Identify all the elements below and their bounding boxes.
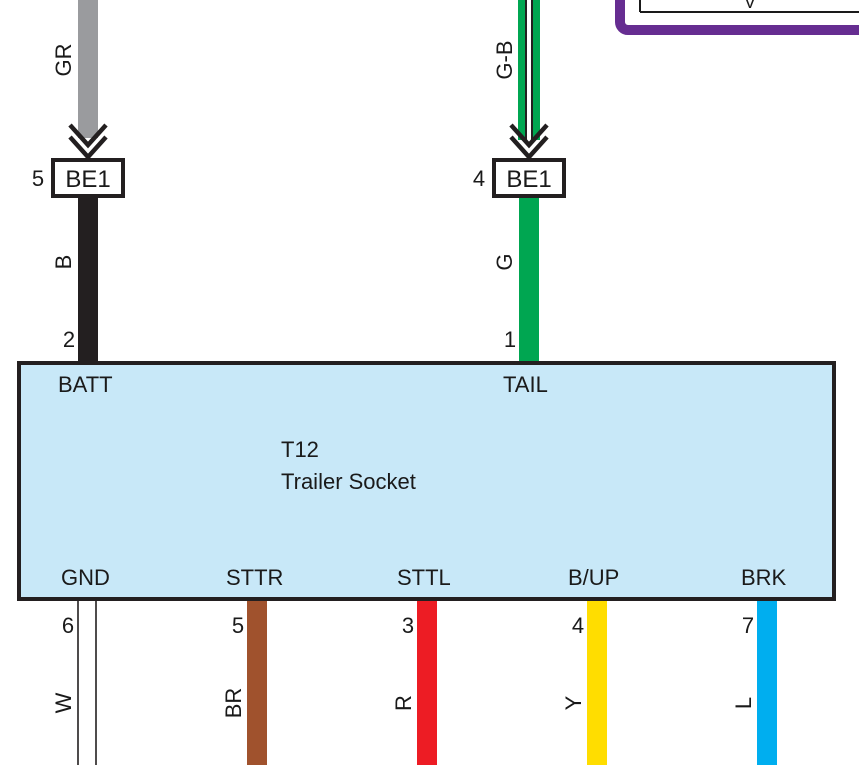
wire-sttr-body (247, 598, 267, 765)
terminal-sttr: STTR (226, 565, 283, 590)
wire-batt-upper-code: GR (51, 44, 76, 77)
wire-bup-body (587, 598, 607, 765)
connector-be1-right-label: BE1 (506, 166, 551, 193)
connector-arrow-icon (509, 123, 549, 161)
terminal-batt: BATT (58, 372, 113, 397)
wire-gnd: 6 W (51, 597, 97, 765)
wire-batt-upper (78, 0, 98, 138)
wire-gnd-code: W (51, 692, 76, 713)
component-name: Trailer Socket (281, 469, 416, 494)
wire-brk-body (757, 598, 777, 765)
component-id: T12 (281, 437, 319, 462)
connector-be1-left-pin: 5 (32, 166, 44, 191)
wire-sttl-body (417, 598, 437, 765)
wire-gnd-body (77, 597, 97, 765)
wire-sttl-code: R (391, 695, 416, 711)
terminal-tail: TAIL (503, 372, 548, 397)
wire-sttr-code: BR (221, 688, 246, 719)
corner-box-frame (615, 0, 859, 35)
terminal-bup: B/UP (568, 565, 619, 590)
pin-sttl: 3 (402, 613, 414, 638)
connector-be1-left (51, 158, 125, 198)
connector-be1-left-label: BE1 (65, 166, 110, 193)
wire-batt: BE1 5 GR B 2 (32, 0, 125, 363)
wire-bup-code: Y (561, 695, 586, 710)
wire-sttl: 3 R (391, 598, 437, 765)
wire-tail-lower-code: G (492, 253, 517, 270)
corner-box: V (615, 0, 859, 35)
wire-sttr: 5 BR (221, 598, 267, 765)
wire-brk-code: L (731, 697, 756, 709)
pin-gnd: 6 (62, 613, 74, 638)
component-trailer-socket: BATT TAIL T12 Trailer Socket GND STTR ST… (17, 361, 836, 601)
pin-batt: 2 (63, 327, 75, 352)
terminal-gnd: GND (61, 565, 110, 590)
wire-bup: 4 Y (561, 598, 607, 765)
pin-bup: 4 (572, 613, 584, 638)
wire-tail-upper-code: G-B (492, 40, 517, 79)
connector-be1-right-pin: 4 (473, 166, 485, 191)
connector-be1-right (492, 158, 566, 198)
wire-batt-lower (78, 195, 98, 363)
terminal-brk: BRK (741, 565, 787, 590)
wire-tail-lower (519, 195, 539, 363)
wire-tail: BE1 4 G-B G 1 (473, 0, 566, 363)
pin-sttr: 5 (232, 613, 244, 638)
wire-batt-lower-code: B (51, 255, 76, 270)
pin-tail: 1 (504, 327, 516, 352)
wire-tail-upper-stripe-gap (527, 0, 531, 140)
component-box (17, 361, 836, 601)
connector-arrow-icon (68, 123, 108, 161)
pin-brk: 7 (742, 613, 754, 638)
corner-box-glyph: V (744, 0, 756, 12)
terminal-sttl: STTL (397, 565, 451, 590)
wire-brk: 7 L (731, 598, 777, 765)
